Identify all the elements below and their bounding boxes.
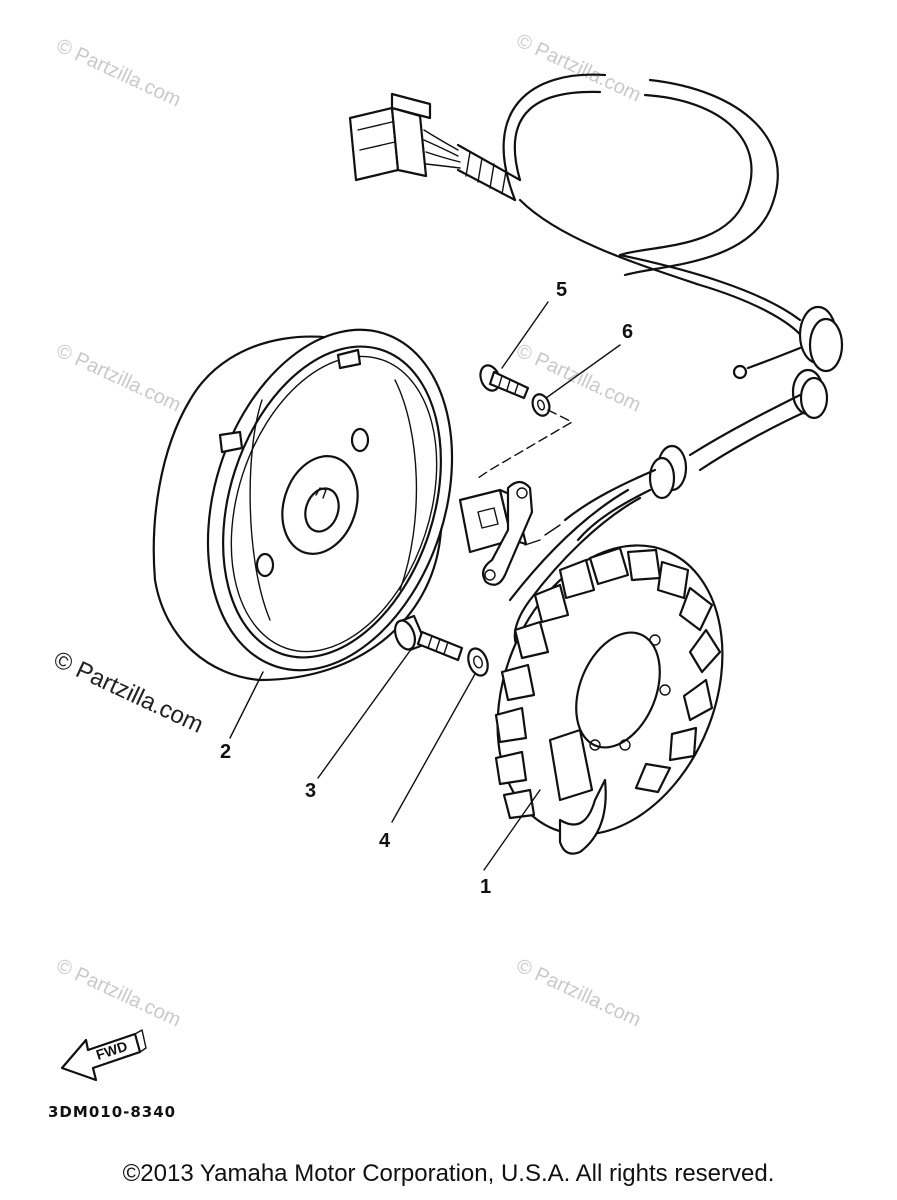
- watermark: © Partzilla.com: [513, 30, 644, 107]
- fwd-arrow-icon: FWD: [60, 1029, 147, 1082]
- washer-part-6: [531, 393, 551, 417]
- callout-2: 2: [220, 741, 231, 763]
- assembly-guide-line: [477, 409, 573, 479]
- flywheel-rotor: [152, 328, 454, 682]
- callout-5: 5: [556, 279, 567, 301]
- diagram-code: 3DM010-8340: [48, 1103, 176, 1121]
- callout-1: 1: [480, 876, 491, 898]
- watermark: © Partzilla.com: [53, 35, 184, 112]
- callout-3: 3: [305, 780, 316, 802]
- bolt-part-3: [394, 614, 464, 662]
- callout-4: 4: [379, 830, 391, 852]
- callout-6: 6: [622, 321, 633, 343]
- screw-part-5: [479, 364, 530, 400]
- wire-harness: [348, 73, 844, 652]
- watermark: © Partzilla.com: [53, 955, 184, 1032]
- watermark: © Partzilla.com: [513, 955, 644, 1032]
- leader-lines: [229, 301, 621, 871]
- watermark-dark: © Partzilla.com: [49, 646, 207, 739]
- pickup-coil: [458, 480, 534, 586]
- copyright-notice: ©2013 Yamaha Motor Corporation, U.S.A. A…: [122, 1160, 775, 1187]
- stator-assembly: [494, 544, 724, 855]
- watermark: © Partzilla.com: [53, 340, 184, 417]
- washer-part-4: [467, 647, 489, 677]
